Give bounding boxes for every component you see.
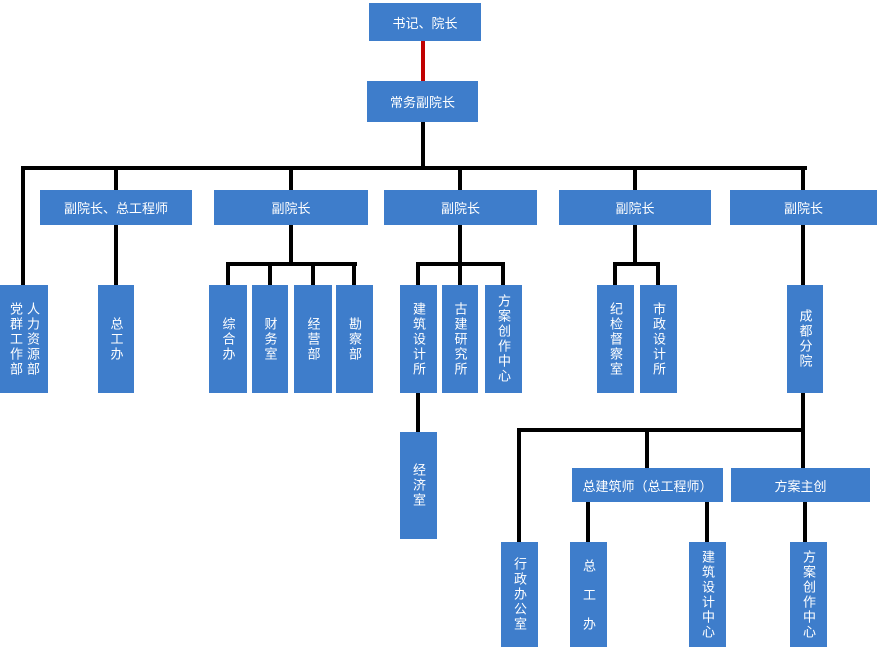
connector-line bbox=[801, 166, 805, 190]
connector-line bbox=[586, 502, 590, 542]
org-node-vp-chief-engineer: 副院长、总工程师 bbox=[40, 190, 192, 225]
org-node-label: 常务副院长 bbox=[389, 95, 455, 110]
org-node-vp4: 副院长 bbox=[559, 190, 711, 225]
connector-line bbox=[705, 502, 709, 542]
connector-line bbox=[803, 502, 807, 542]
connector-line bbox=[645, 428, 649, 468]
org-node-label: 建筑设计中心 bbox=[700, 549, 715, 640]
org-node-label: 古建研究所 bbox=[452, 301, 468, 377]
org-node-label: 人力资源部 bbox=[25, 301, 40, 377]
org-node-discipline-office: 纪检督察室 bbox=[597, 285, 634, 393]
org-node-label: 经济室 bbox=[411, 463, 426, 508]
org-node-label: 党群工作部 bbox=[8, 301, 23, 377]
connector-line bbox=[458, 166, 462, 190]
connector-line bbox=[613, 262, 660, 266]
connector-line bbox=[633, 166, 637, 190]
connector-line bbox=[458, 262, 462, 285]
org-node-label: 勘察部 bbox=[347, 316, 362, 362]
org-node-scheme-lead: 方案主创 bbox=[731, 468, 870, 502]
org-node-party-mass-hr: 党群工作部 人力资源部 bbox=[0, 285, 48, 393]
org-node-label: 副院长 bbox=[615, 201, 655, 216]
connector-line bbox=[656, 262, 660, 285]
org-node-label: 书记、院长 bbox=[392, 15, 458, 31]
org-node-label: 财务室 bbox=[262, 316, 278, 362]
org-node-label: 方案创作中心 bbox=[496, 294, 511, 384]
connector-line bbox=[226, 262, 357, 266]
connector-line bbox=[801, 428, 805, 468]
org-node-general-office: 综合办 bbox=[209, 285, 247, 393]
org-node-label: 总工办 bbox=[581, 559, 596, 646]
org-node-label: 副院长 bbox=[783, 201, 823, 216]
connector-line bbox=[114, 225, 118, 285]
connector-line bbox=[458, 225, 462, 262]
org-node-label: 综合办 bbox=[220, 316, 236, 362]
org-node-label: 纪检督察室 bbox=[608, 301, 623, 377]
org-node-ancient-arch-inst: 古建研究所 bbox=[442, 285, 478, 393]
org-node-label: 副院长 bbox=[440, 201, 480, 216]
connector-line bbox=[416, 393, 420, 432]
org-node-label: 副院长、总工程师 bbox=[63, 201, 168, 216]
org-node-vp3: 副院长 bbox=[384, 190, 537, 225]
connector-line bbox=[801, 225, 805, 285]
org-node-label: 市政设计所 bbox=[651, 301, 666, 377]
org-node-label: 总工办 bbox=[108, 316, 124, 362]
org-node-municipal-design-inst: 市政设计所 bbox=[640, 285, 677, 393]
org-node-label: 建筑设计所 bbox=[411, 301, 426, 377]
connector-line bbox=[311, 262, 315, 285]
connector-line bbox=[114, 166, 118, 190]
connector-line bbox=[268, 262, 272, 285]
org-node-executive-vice-dean: 常务副院长 bbox=[367, 81, 478, 122]
org-node-chief-eng-office-2: 总工办 bbox=[570, 542, 607, 647]
org-node-label: 成都分院 bbox=[797, 309, 813, 369]
org-node-scheme-creation-center-2: 方案创作中心 bbox=[790, 542, 827, 647]
org-node-label: 方案主创 bbox=[774, 478, 827, 494]
connector-line bbox=[289, 166, 293, 190]
org-node-label: 总建筑师（总工程师） bbox=[582, 478, 713, 494]
org-node-label: 行政办公室 bbox=[512, 557, 527, 632]
org-node-vp2: 副院长 bbox=[214, 190, 368, 225]
connector-line bbox=[21, 166, 25, 285]
org-node-label: 副院长 bbox=[271, 201, 311, 216]
org-node-label: 方案创作中心 bbox=[801, 549, 816, 640]
connector-line bbox=[416, 262, 420, 285]
org-node-vp5: 副院长 bbox=[730, 190, 877, 225]
connector-line bbox=[421, 122, 425, 166]
org-node-business-dept: 经营部 bbox=[294, 285, 332, 393]
org-node-admin-office: 行政办公室 bbox=[501, 542, 538, 647]
connector-line bbox=[21, 166, 807, 170]
connector-line bbox=[352, 262, 356, 285]
org-node-label: 经营部 bbox=[305, 316, 321, 362]
org-node-economy-office: 经济室 bbox=[400, 432, 437, 539]
org-node-chief-eng-office: 总工办 bbox=[98, 285, 134, 393]
connector-line bbox=[633, 225, 637, 262]
org-node-scheme-creation-center: 方案创作中心 bbox=[485, 285, 522, 393]
org-node-finance-office: 财务室 bbox=[252, 285, 288, 393]
org-node-arch-design-inst: 建筑设计所 bbox=[400, 285, 437, 393]
org-node-arch-design-center: 建筑设计中心 bbox=[689, 542, 726, 647]
connector-line bbox=[501, 262, 505, 285]
connector-line bbox=[289, 225, 293, 262]
org-node-survey-dept: 勘察部 bbox=[336, 285, 373, 393]
connector-line bbox=[613, 262, 617, 285]
connector-line bbox=[801, 393, 805, 428]
connector-line-red bbox=[421, 41, 425, 81]
org-node-chief-architect: 总建筑师（总工程师） bbox=[572, 468, 723, 502]
org-node-chengdu-branch: 成都分院 bbox=[787, 285, 823, 393]
connector-line bbox=[517, 428, 521, 542]
org-node-secretary-dean: 书记、院长 bbox=[369, 3, 481, 41]
connector-line bbox=[226, 262, 230, 285]
connector-line bbox=[517, 428, 805, 432]
